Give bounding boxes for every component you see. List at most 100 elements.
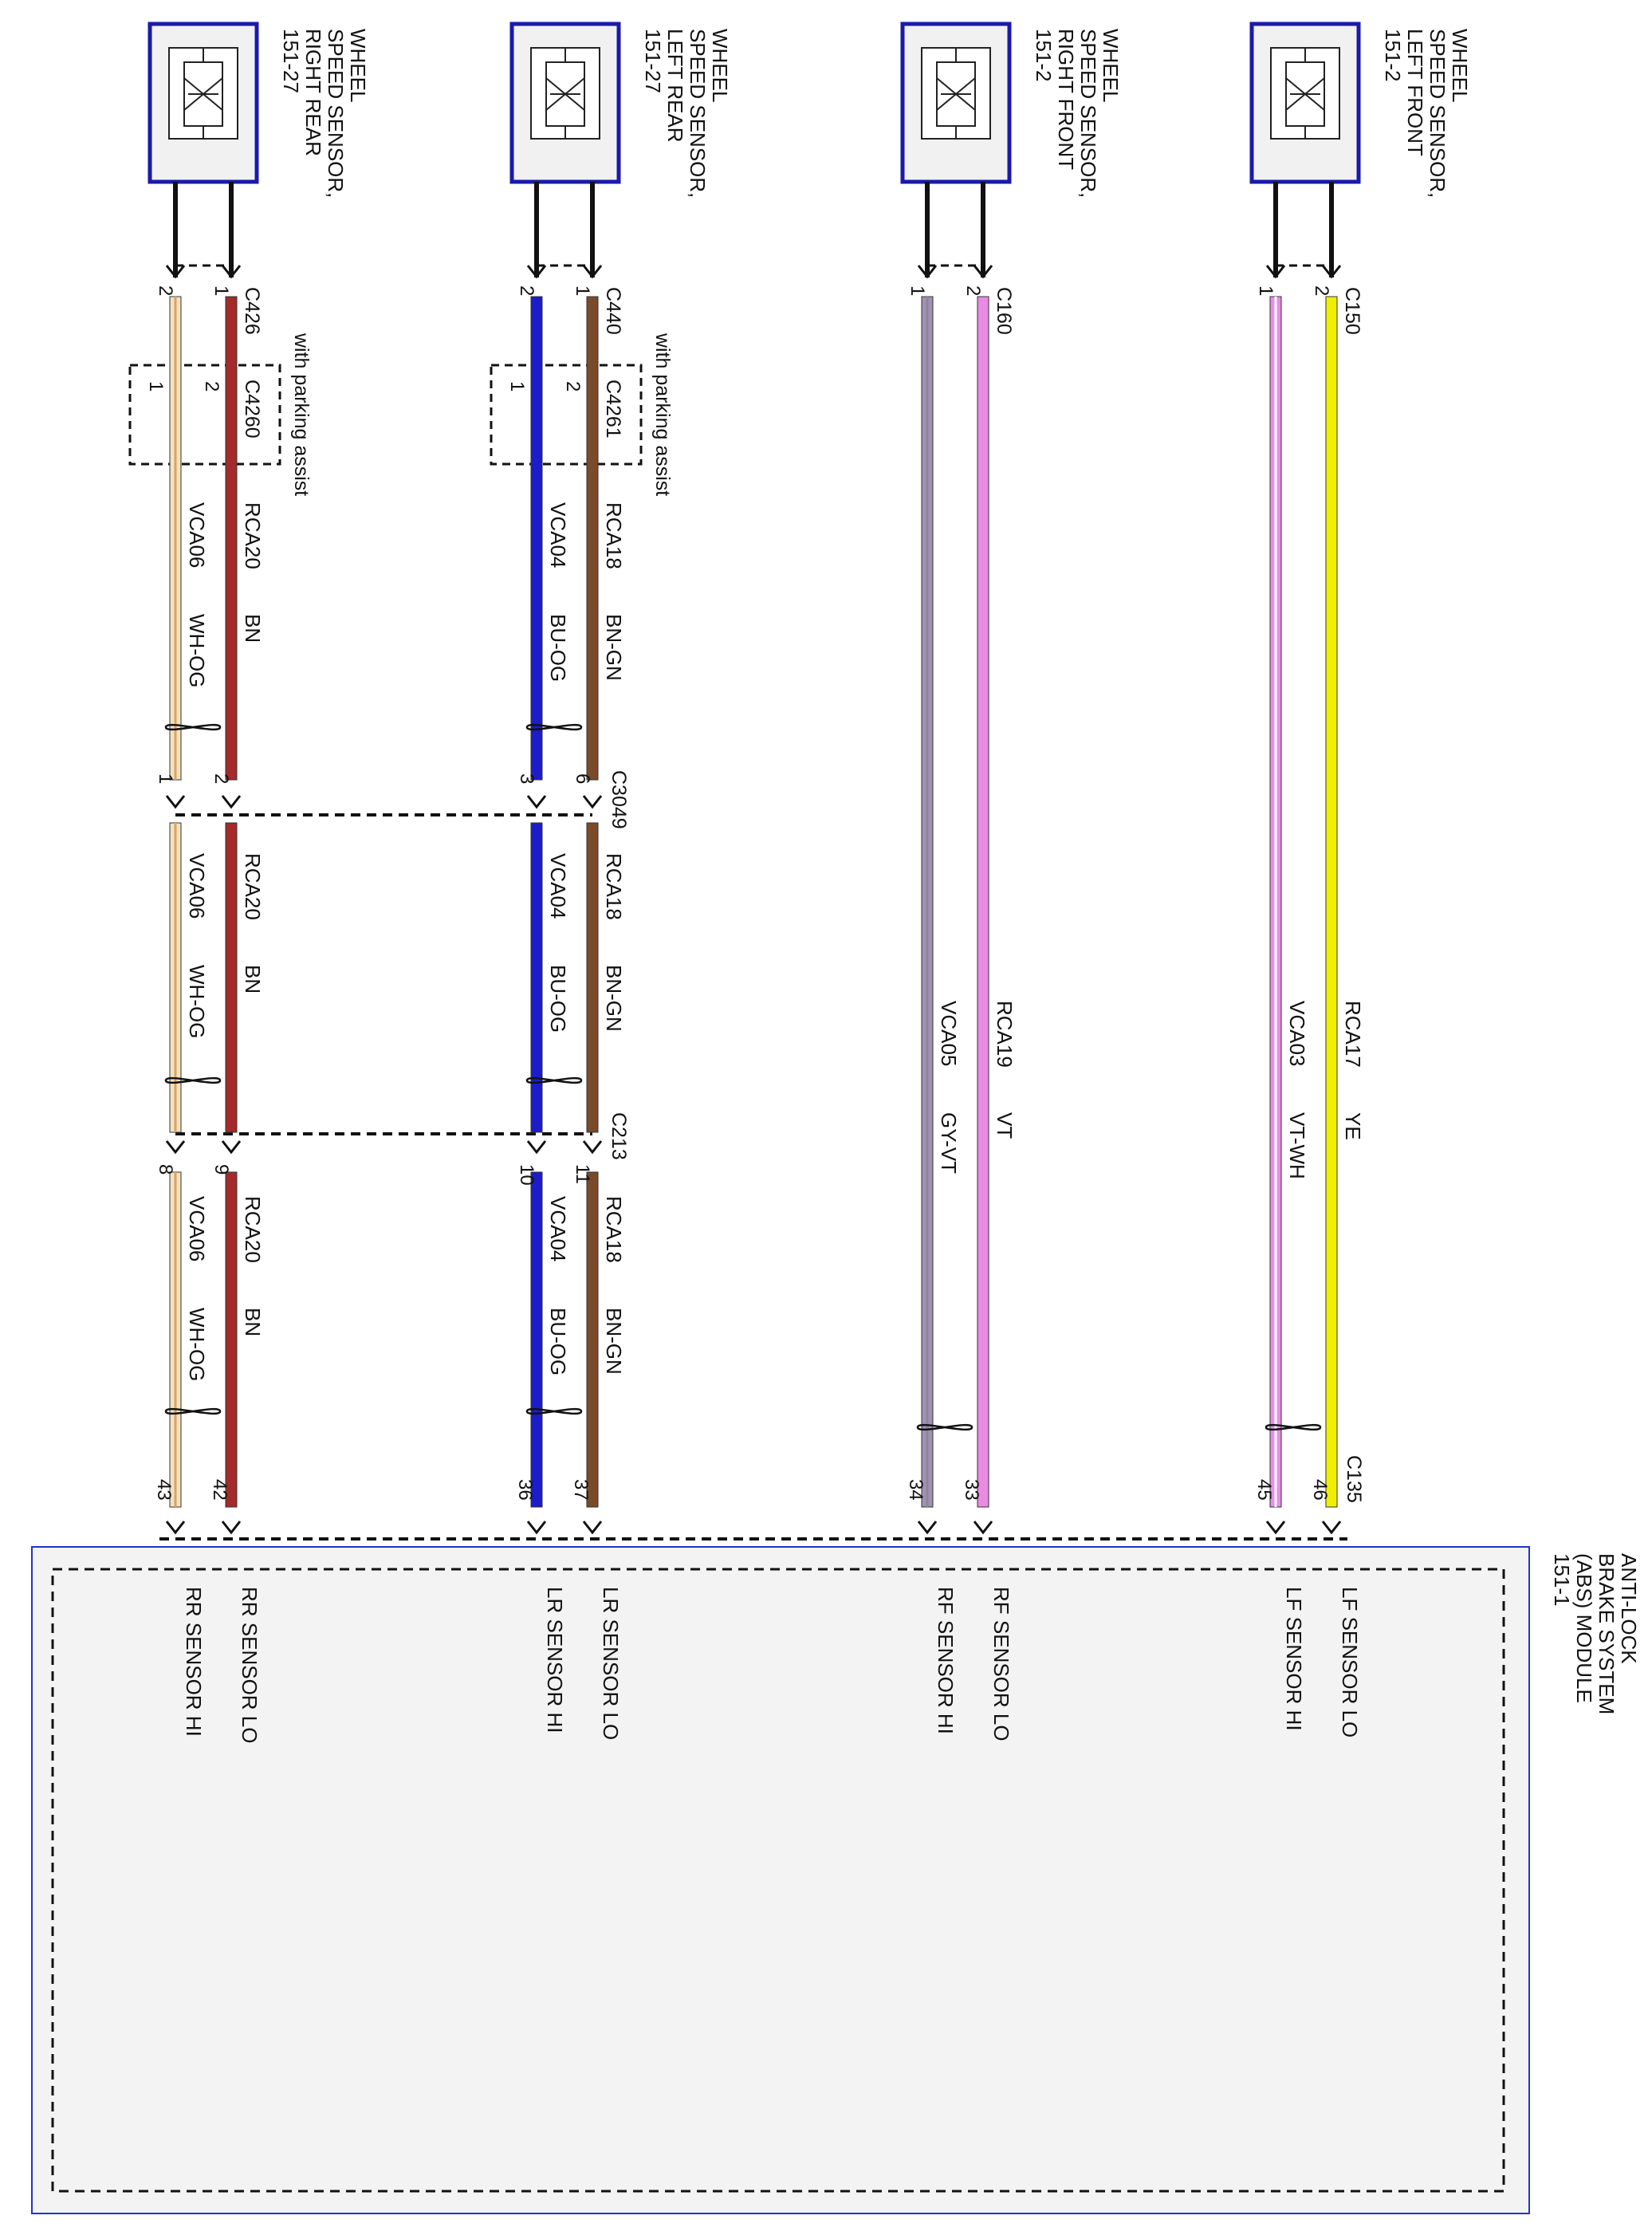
- color-rr-lo-3: BN: [241, 1308, 265, 1336]
- module-signal-5: RF SENSOR LO: [989, 1587, 1013, 1741]
- pin-arrows: [165, 264, 1342, 1534]
- pin-arrow-rf-1-1: [973, 1520, 993, 1534]
- pin-arrow-rr-0-3: [165, 1520, 186, 1534]
- c3049-pin-6: 6: [572, 773, 593, 784]
- sensor-pin-lr-b: 1: [572, 285, 593, 296]
- sensor-name-lr-3: 151-27: [641, 29, 665, 93]
- circuit-rr-hi-1: VCA06: [185, 502, 209, 568]
- pin-arrow-rr-1-3: [221, 1520, 242, 1534]
- wire-lr-lo-3: [586, 1171, 599, 1508]
- sensor-rr-symbol: [150, 24, 257, 182]
- module-pin-33: 33: [961, 1479, 982, 1501]
- sensor-name-rr-2: RIGHT REAR: [301, 29, 325, 156]
- inline-connector-c3049: C3049: [608, 770, 630, 829]
- color-lr-hi-1: BU-OG: [546, 614, 570, 682]
- c3049-pin-2: 2: [210, 773, 232, 784]
- sensor-name-lr-0: WHEEL: [708, 29, 732, 102]
- option-connector-rr: C4260: [241, 380, 263, 439]
- sensor-rf-symbol: [903, 24, 1009, 182]
- sensor-pin-lf-b: 2: [1311, 285, 1332, 296]
- wire-lr-lo-2: [586, 822, 599, 1133]
- sensor-pin-rf-a: 1: [907, 285, 928, 296]
- circuit-lr-hi-2: VCA04: [546, 853, 570, 919]
- option-connector-boxes: [128, 364, 643, 466]
- color-lr-hi-2: BU-OG: [546, 965, 570, 1033]
- circuit-rr-hi-2: VCA06: [185, 853, 209, 919]
- option-label-rr: with parking assist: [290, 333, 313, 496]
- sensor-pin-rf-b: 2: [962, 285, 984, 296]
- circuit-rf-hi-1: VCA05: [937, 1001, 961, 1066]
- wire-rr-lo-1: [225, 296, 238, 781]
- circuit-lr-hi-1: VCA04: [546, 502, 570, 568]
- sensor-connector-rr: C426: [241, 287, 263, 335]
- circuit-lf-lo-1: RCA17: [1341, 1001, 1365, 1068]
- sensor-name-lf-2: LEFT FRONT: [1403, 29, 1427, 156]
- pin-arrow-rf-0-1: [917, 1520, 938, 1534]
- circuit-rr-lo-2: RCA20: [241, 853, 265, 920]
- inline-connector-bars: [175, 813, 592, 1135]
- circuit-lf-hi-1: VCA03: [1285, 1001, 1309, 1066]
- pin-arrow-rr-1-2: [221, 1139, 242, 1154]
- circuit-lr-lo-1: RCA18: [602, 502, 626, 569]
- module-signal-4: RF SENSOR HI: [934, 1587, 958, 1734]
- wire-lr-hi-1: [530, 296, 543, 781]
- pin-arrow-lr-1-3: [582, 1520, 603, 1534]
- option-pin-lr-b: 2: [562, 381, 584, 392]
- sensor-lf-symbol: [1252, 24, 1359, 182]
- module-name-0: ANTI-LOCK: [1617, 1553, 1641, 1664]
- option-pin-rr-b: 2: [201, 381, 222, 392]
- sensor-name-rr-1: SPEED SENSOR,: [324, 29, 348, 198]
- sensor-name-rr-0: WHEEL: [346, 29, 370, 102]
- color-lr-lo-1: BN-GN: [602, 614, 626, 681]
- pin-arrow-rr-1-1: [221, 794, 242, 809]
- option-label-lr: with parking assist: [651, 333, 674, 496]
- sensor-connector-lf: C150: [1341, 287, 1363, 335]
- abs-module: [31, 1537, 1530, 2214]
- c213-pin-8: 8: [155, 1164, 176, 1175]
- sensor-lr-symbol: [512, 24, 619, 182]
- sensor-name-rf-1: SPEED SENSOR,: [1076, 29, 1100, 198]
- module-pin-46: 46: [1309, 1479, 1331, 1501]
- wires: [169, 296, 1338, 1508]
- option-pin-lr-a: 1: [506, 381, 528, 392]
- wire-rr-lo-3: [225, 1171, 238, 1508]
- module-name-1: BRAKE SYSTEM: [1595, 1553, 1619, 1714]
- module-pin-42: 42: [209, 1479, 230, 1501]
- module-signal-3: LR SENSOR LO: [599, 1587, 623, 1740]
- circuit-rf-lo-1: RCA19: [993, 1001, 1017, 1068]
- sensor-name-lf-0: WHEEL: [1448, 29, 1472, 102]
- color-rr-lo-1: BN: [241, 614, 265, 643]
- circuit-rr-lo-3: RCA20: [241, 1196, 265, 1263]
- inline-connector-c213: C213: [608, 1112, 630, 1160]
- sensor-name-rf-0: WHEEL: [1099, 29, 1123, 102]
- c3049-pin-3: 3: [516, 773, 537, 784]
- sensor-connector-rf: C160: [993, 287, 1015, 335]
- option-pin-rr-a: 1: [145, 381, 167, 392]
- sensor-pin-rr-a: 2: [155, 285, 176, 296]
- color-rr-hi-3: WH-OG: [185, 1308, 209, 1381]
- sensor-pin-lf-a: 1: [1255, 285, 1276, 296]
- c213-pin-11: 11: [572, 1164, 593, 1184]
- pin-arrow-rr-0-1: [165, 794, 186, 809]
- twisted-pair-marks: [164, 723, 1322, 1431]
- sensor-name-lf-1: SPEED SENSOR,: [1426, 29, 1449, 198]
- c213-pin-9: 9: [210, 1164, 232, 1175]
- wire-lr-lo-1: [586, 296, 599, 781]
- c213-pin-10: 10: [516, 1164, 537, 1186]
- circuit-rr-lo-1: RCA20: [241, 502, 265, 569]
- wire-rf-lo-1: [977, 296, 989, 1508]
- color-rf-hi-1: GY-VT: [937, 1112, 961, 1174]
- pin-arrow-lr-0-1: [526, 794, 547, 809]
- wire-lf-lo-1: [1325, 296, 1338, 1508]
- color-lf-lo-1: YE: [1341, 1112, 1365, 1140]
- circuit-lr-hi-3: VCA04: [546, 1196, 570, 1261]
- wire-lr-hi-3: [530, 1171, 543, 1508]
- sensor-name-rf-2: RIGHT FRONT: [1054, 29, 1078, 170]
- color-lr-lo-2: BN-GN: [602, 965, 626, 1032]
- module-signal-7: LF SENSOR LO: [1338, 1587, 1362, 1737]
- circuit-rr-hi-3: VCA06: [185, 1196, 209, 1261]
- pin-arrow-lr-0-3: [526, 1520, 547, 1534]
- sensor-name-lr-1: SPEED SENSOR,: [686, 29, 710, 198]
